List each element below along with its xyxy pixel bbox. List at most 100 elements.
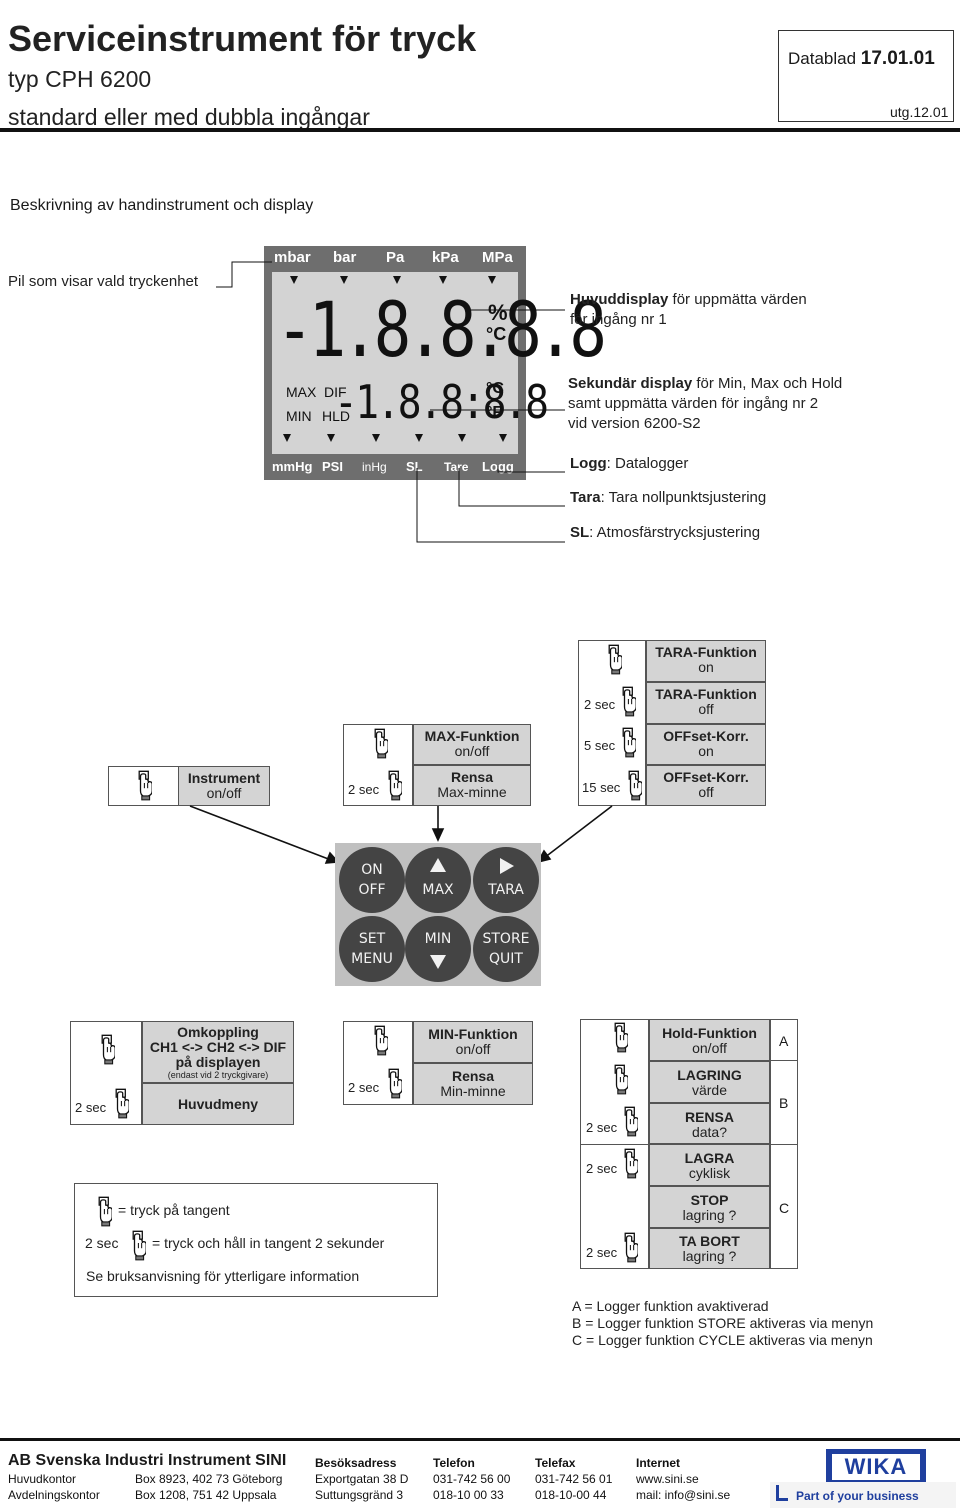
unit-tare: Tare: [444, 460, 469, 474]
legend-hold-time: 2 sec: [85, 1235, 119, 1251]
unit-arrow-label: Pil som visar vald tryckenhet: [8, 273, 199, 290]
store-value-title: LAGRING: [677, 1067, 742, 1083]
secondary-display-label: Sekundär display för Min, Max och Hold: [568, 375, 843, 392]
min-reset-title: Rensa: [451, 1068, 495, 1084]
hand-press-icon: [138, 770, 152, 801]
hand-press-icon: [608, 644, 622, 675]
triangle-up-icon: [430, 858, 446, 872]
min-hold-time: 2 sec: [348, 1080, 380, 1095]
delete-storage-box: TA BORT lagring ?: [649, 1228, 770, 1269]
stop-storage-text: lagring ?: [682, 1207, 737, 1223]
tara-on-text: on: [698, 659, 714, 675]
tara-on-title: TARA-Funktion: [655, 644, 757, 660]
hand-hold-icon: [115, 1088, 129, 1119]
lcd-main-digits: -1.8.8.8.8: [276, 285, 607, 374]
page-title: Serviceinstrument för tryck: [8, 18, 477, 59]
slogan-box: Part of your business: [770, 1482, 956, 1508]
footer-visit-2: Suttungsgränd 3: [315, 1488, 404, 1502]
triangle-right-icon: [500, 858, 514, 874]
lcd-display: mbar bar Pa kPa MPa -1.8.8.8.8 % °C MAX …: [264, 246, 607, 480]
display-leader-lines: [216, 261, 565, 543]
slogan-bracket-icon: [776, 1485, 788, 1501]
tara-on-box: TARA-Funktion on: [646, 640, 766, 682]
datablad-info: Datablad 17.01.01: [788, 48, 935, 70]
unit-kpa: kPa: [432, 249, 459, 266]
tara-off-title: TARA-Funktion: [655, 686, 757, 702]
lcd-secondary-fahrenheit: °F: [486, 404, 503, 421]
lcd-arrow-markers: [283, 276, 507, 442]
page-subtitle-variant: standard eller med dubbla ingångar: [8, 104, 370, 130]
min-function-box: MIN-Funktion on/off: [413, 1021, 533, 1063]
footer-web-2[interactable]: mail: info@sini.se: [636, 1488, 731, 1502]
min-function-text: on/off: [455, 1041, 491, 1057]
main-menu-box: Huvudmeny: [142, 1083, 294, 1125]
max-reset-title: Rensa: [450, 769, 494, 785]
footer-address-1: Box 8923, 402 73 Göteborg: [135, 1472, 283, 1486]
wika-logo-text: WIKA: [832, 1454, 920, 1480]
footer-fax-head: Telefax: [535, 1456, 576, 1470]
delete-storage-title: TA BORT: [679, 1233, 740, 1249]
offset-off-box: OFFset-Korr. off: [646, 765, 766, 806]
hand-hold-icon: [624, 1148, 638, 1179]
lcd-label-dif: DIF: [324, 384, 347, 400]
tara-key[interactable]: TARA: [473, 847, 539, 913]
channel-switch-box: Omkoppling CH1 <-> CH2 <-> DIF på displa…: [142, 1021, 294, 1083]
instrument-text: on/off: [206, 785, 242, 801]
keypad-arrows: [189, 805, 613, 864]
datablad-date: 17.01.01: [860, 48, 935, 69]
hand-hold-icon: [132, 1230, 146, 1261]
lcd-bottom-unit-bar: mmHg PSI inHg SL Tare Logg: [264, 454, 526, 480]
footer-office-1: Huvudkontor: [8, 1472, 77, 1486]
max-key[interactable]: MAX: [405, 847, 471, 913]
min-function-title: MIN-Funktion: [428, 1026, 518, 1042]
max-function-box: MAX-Funktion on/off: [413, 724, 531, 765]
channel-switch-channels: CH1 <-> CH2 <-> DIF: [149, 1039, 287, 1055]
hand-press-icon: [101, 1034, 115, 1065]
set-hold-time: 2 sec: [75, 1100, 107, 1115]
page-subtitle-model: typ CPH 6200: [8, 66, 152, 92]
stop-storage-box: STOP lagring ?: [649, 1186, 770, 1228]
group-a-label: A: [779, 1033, 789, 1049]
max-hold-time: 2 sec: [348, 782, 380, 797]
section-title: Beskrivning av handinstrument och displa…: [10, 197, 314, 214]
unit-inhg: inHg: [362, 460, 387, 474]
secondary-display-label-line2: samt uppmätta värden för ingång nr 2: [568, 395, 819, 412]
unit-bar: bar: [333, 249, 357, 266]
tara-off-text: off: [698, 701, 714, 717]
channel-switch-display: på displayen: [175, 1054, 261, 1070]
store-time-2: 2 sec: [586, 1161, 618, 1176]
hand-press-icon: [614, 1022, 628, 1053]
unit-mbar: mbar: [274, 249, 311, 266]
hand-press-icon: [374, 728, 388, 759]
hand-press-icon: [374, 1025, 388, 1056]
min-key-column: [343, 1021, 413, 1105]
wika-logo: WIKA: [826, 1449, 926, 1485]
max-function-title: MAX-Funktion: [424, 728, 520, 744]
store-divider: [648, 1019, 649, 1269]
lcd-top-unit-bar: mbar bar Pa kPa MPa: [264, 246, 526, 272]
cyclic-store-box: LAGRA cyklisk: [649, 1144, 770, 1186]
max-reset-text: Max-minne: [437, 784, 507, 800]
hand-press-icon: [98, 1196, 112, 1227]
tara-time-15sec: 15 sec: [582, 780, 621, 795]
header-divider: [0, 128, 960, 132]
store-time-3: 2 sec: [586, 1245, 618, 1260]
footer-visit-head: Besöksadress: [315, 1456, 397, 1470]
logger-note-b: B = Logger funktion STORE aktiveras via …: [572, 1315, 874, 1331]
min-key[interactable]: MIN: [405, 916, 471, 982]
main-display-label: Huvuddisplay för uppmätta värden: [570, 291, 807, 308]
datablad-box: [778, 30, 954, 122]
channel-switch-note: (endast vid 2 tryckgivare): [167, 1070, 269, 1080]
triangle-down-icon: [430, 955, 446, 969]
offset-on-text: on: [698, 743, 714, 759]
datablad-label: Datablad: [788, 49, 857, 68]
footer-web-1[interactable]: www.sini.se: [636, 1472, 699, 1486]
logg-label: Logg: Datalogger: [570, 455, 689, 472]
max-reset-box: Rensa Max-minne: [413, 765, 531, 806]
cyclic-store-title: LAGRA: [684, 1150, 735, 1166]
legend-manual-text: Se bruksanvisning för ytterligare inform…: [86, 1268, 360, 1284]
